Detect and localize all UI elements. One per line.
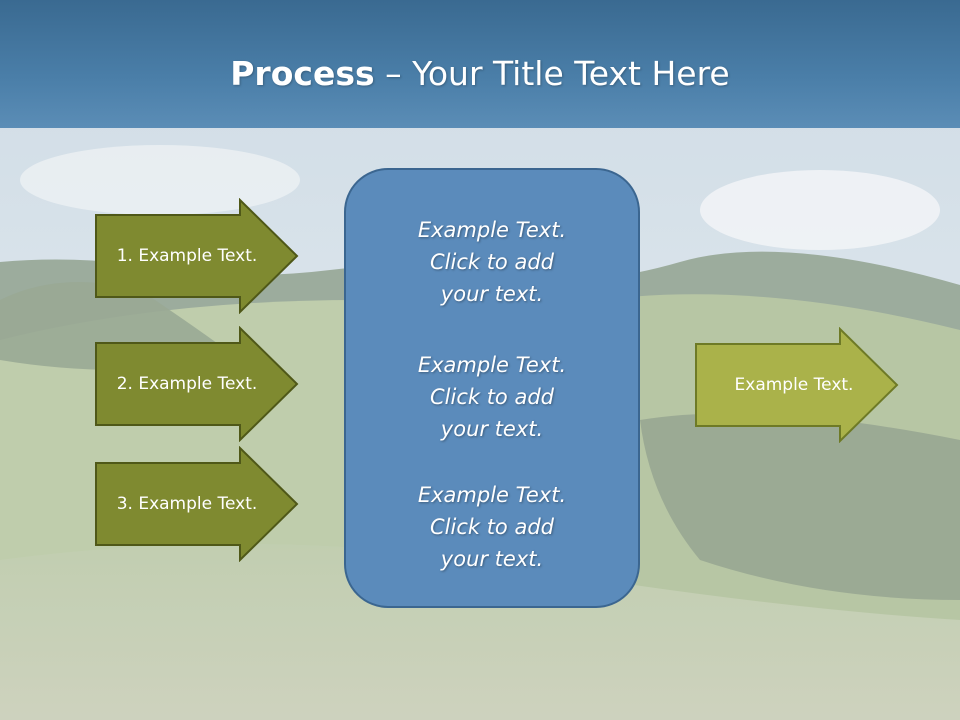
- arrow-shape: [95, 198, 299, 314]
- arrow-shape: [95, 326, 299, 442]
- arrow-shape: [695, 327, 899, 443]
- paragraph-line: Click to add: [429, 385, 554, 409]
- title-rest-part: – Your Title Text Here: [374, 54, 730, 93]
- step-arrow-label: 1. Example Text.: [116, 246, 258, 266]
- step-arrow-label: 2. Example Text.: [116, 374, 258, 394]
- title-bar: [0, 0, 960, 128]
- paragraph-line: Click to add: [429, 250, 554, 274]
- center-paragraph-1: Example Text. Click to add your text.: [346, 214, 638, 310]
- result-arrow-label: Example Text.: [734, 375, 854, 395]
- center-paragraph-2: Example Text. Click to add your text.: [346, 349, 638, 445]
- slide-title[interactable]: Process – Your Title Text Here: [0, 52, 960, 96]
- paragraph-line: your text.: [440, 547, 544, 571]
- step-arrow-label: 3. Example Text.: [116, 494, 258, 514]
- step-arrow-1[interactable]: 1. Example Text.: [94, 198, 300, 314]
- center-text-box[interactable]: Example Text. Click to add your text. Ex…: [344, 168, 640, 608]
- paragraph-line: Example Text.: [417, 353, 567, 377]
- result-arrow[interactable]: Example Text.: [694, 327, 900, 443]
- paragraph-line: Click to add: [429, 515, 554, 539]
- center-paragraph-3: Example Text. Click to add your text.: [346, 479, 638, 575]
- paragraph-line: Example Text.: [417, 218, 567, 242]
- arrow-shape: [95, 446, 299, 562]
- paragraph-line: your text.: [440, 282, 544, 306]
- paragraph-line: Example Text.: [417, 483, 567, 507]
- step-arrow-2[interactable]: 2. Example Text.: [94, 326, 300, 442]
- title-bold-part: Process: [230, 54, 375, 93]
- step-arrow-3[interactable]: 3. Example Text.: [94, 446, 300, 562]
- paragraph-line: your text.: [440, 417, 544, 441]
